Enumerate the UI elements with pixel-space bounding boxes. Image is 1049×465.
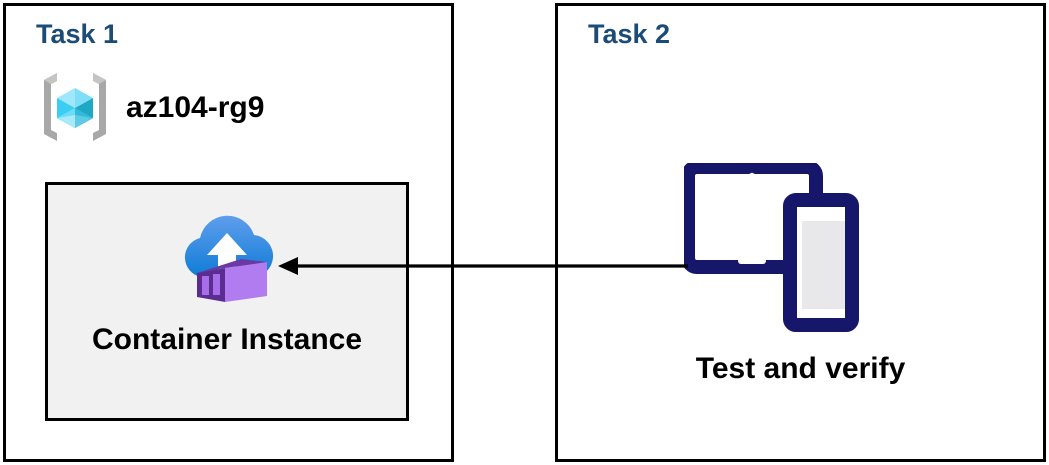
azure-resource-group-icon bbox=[36, 68, 114, 146]
test-and-verify-label: Test and verify bbox=[695, 352, 906, 385]
task-1-title: Task 1 bbox=[36, 19, 119, 49]
container-instance-label: Container Instance bbox=[91, 323, 363, 356]
container-instance-box: Container Instance bbox=[45, 182, 409, 421]
task-2-title: Task 2 bbox=[588, 19, 671, 49]
resource-group-label: az104-rg9 bbox=[126, 91, 265, 124]
task-1-panel: Task 1 bbox=[3, 3, 454, 462]
resource-group-row: az104-rg9 bbox=[36, 68, 264, 146]
